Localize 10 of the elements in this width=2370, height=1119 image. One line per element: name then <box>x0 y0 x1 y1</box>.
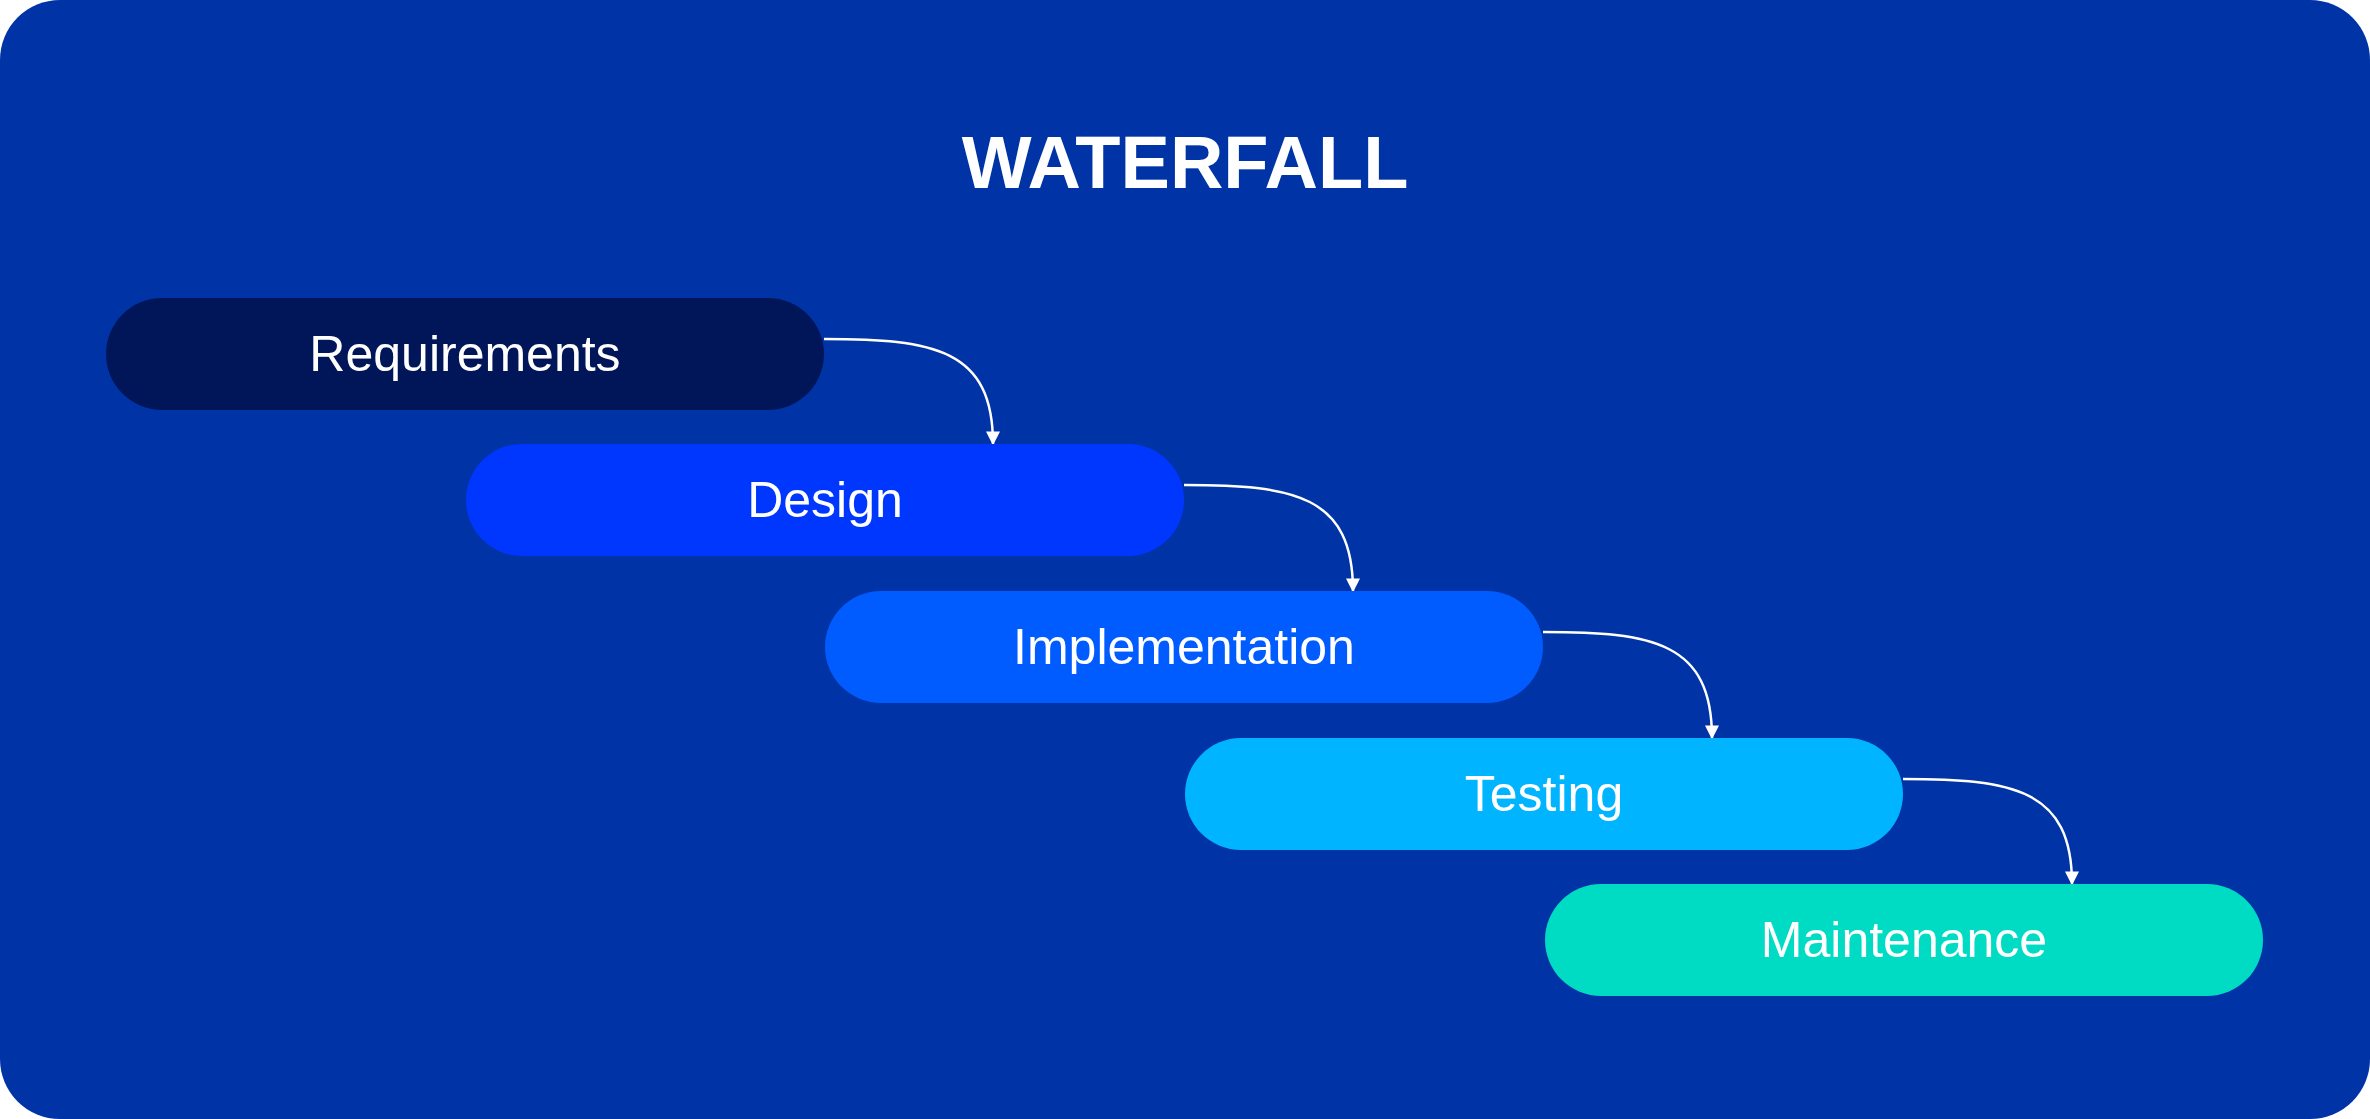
phase-label: Testing <box>1464 765 1624 824</box>
phase-label: Implementation <box>1013 618 1355 677</box>
curved-arrow <box>824 337 1000 446</box>
phase-label: Design <box>747 471 903 530</box>
curved-arrow <box>1903 777 2079 886</box>
curved-arrow <box>1543 630 1719 740</box>
diagram-title: WATERFALL <box>961 120 1409 206</box>
curved-arrow <box>1184 483 1360 593</box>
phase-label: Maintenance <box>1760 911 2048 970</box>
phase-label: Requirements <box>309 325 621 384</box>
